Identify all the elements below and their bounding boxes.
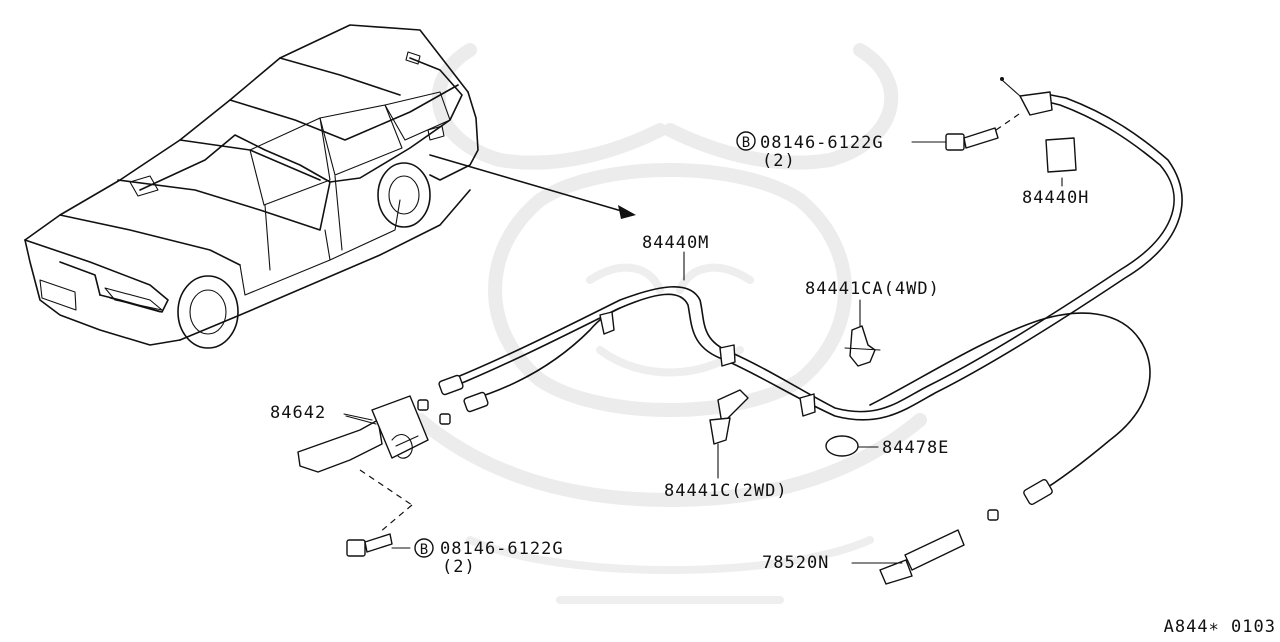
callout-clip-c: 84441C(2WD) bbox=[664, 481, 788, 501]
watermark-emblem bbox=[413, 43, 927, 604]
callout-grommet: 84478E bbox=[882, 438, 949, 458]
bolt-top-part bbox=[945, 111, 1023, 151]
callout-bolt-bottom-qty: (2) bbox=[442, 557, 476, 577]
bolt-marker-top-text: B bbox=[742, 135, 750, 151]
leader-lines bbox=[343, 141, 1063, 549]
grommet-part bbox=[825, 435, 879, 457]
diagram-code: A844∗ 0103 bbox=[1164, 617, 1276, 637]
callout-opener: 84642 bbox=[270, 403, 326, 423]
bolt-marker-bottom-text: B bbox=[420, 542, 428, 558]
callout-cable-m: 84440M bbox=[642, 233, 709, 253]
callout-bolt-top-part: 08146-6122G bbox=[760, 133, 884, 153]
callout-handle: 78520N bbox=[762, 553, 829, 573]
clip-c-part bbox=[709, 389, 749, 479]
handle-part bbox=[851, 529, 965, 585]
bolt-marker-bottom: B bbox=[414, 538, 434, 558]
cable-assembly bbox=[417, 77, 1183, 521]
car-illustration bbox=[24, 24, 479, 349]
label-plate-part bbox=[1045, 137, 1077, 173]
callout-clip-ca: 84441CA(4WD) bbox=[805, 279, 940, 299]
clip-ca-part bbox=[844, 325, 881, 367]
bolt-bottom-part bbox=[346, 533, 393, 557]
callout-bolt-top-qty: (2) bbox=[762, 151, 796, 171]
callout-label-h: 84440H bbox=[1022, 188, 1089, 208]
arrow bbox=[429, 154, 636, 219]
opener-part bbox=[297, 395, 429, 533]
callout-bolt-bottom-part: 08146-6122G bbox=[440, 539, 564, 559]
bolt-marker-top: B bbox=[736, 131, 756, 151]
